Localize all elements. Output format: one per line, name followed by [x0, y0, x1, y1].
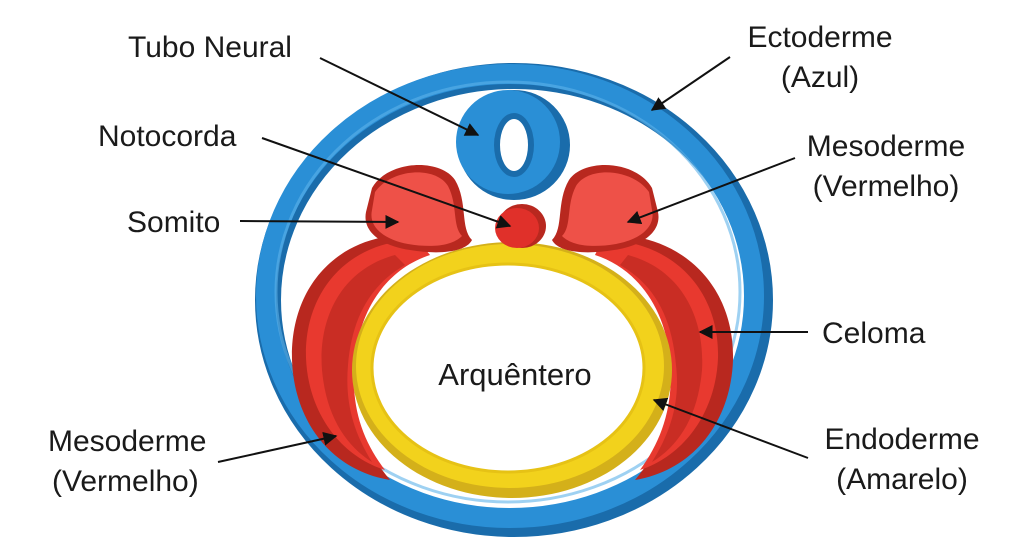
endoderm-ring	[352, 242, 672, 498]
label-mesoderme-right-line2: (Vermelho)	[813, 170, 960, 203]
label-ectoderme-line2: (Azul)	[781, 61, 859, 94]
label-notocorda: Notocorda	[98, 120, 237, 153]
neural-tube	[456, 90, 570, 200]
arrow-mesoderme-right	[626, 157, 796, 225]
arrow-somito	[239, 214, 400, 229]
somite-left	[365, 165, 472, 253]
label-endoderme-line1: Endoderme	[824, 423, 979, 456]
label-tubo-neural: Tubo Neural	[128, 31, 292, 64]
label-ectoderme-line1: Ectoderme	[747, 21, 892, 54]
notochord	[495, 204, 546, 248]
label-endoderme-line2: (Amarelo)	[836, 463, 968, 496]
arrow-endoderme	[652, 397, 809, 459]
label-mesoderme-right-line1: Mesoderme	[807, 130, 965, 163]
somite-right	[552, 165, 659, 253]
label-arrows	[217, 56, 809, 463]
label-somito: Somito	[127, 206, 220, 239]
label-mesoderme-left-line1: Mesoderme	[48, 425, 206, 458]
mesoderm-lateral-left	[291, 234, 430, 480]
arrow-ectoderme	[650, 56, 731, 111]
label-arquentero: Arquêntero	[438, 357, 591, 392]
ectoderm-ring	[255, 63, 773, 537]
label-celoma: Celoma	[822, 317, 926, 350]
arrow-notocorda	[261, 137, 512, 229]
label-mesoderme-left-line2: (Vermelho)	[52, 465, 199, 498]
arrow-tubo-neural	[319, 57, 480, 136]
arrow-mesoderme-left	[217, 431, 338, 463]
